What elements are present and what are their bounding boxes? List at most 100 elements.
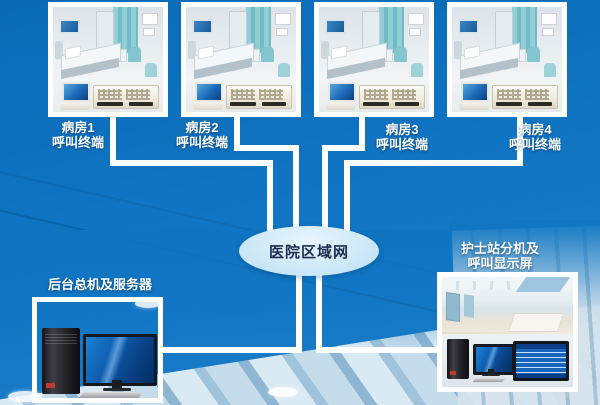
connector-line-room1 xyxy=(267,160,273,232)
connector-line-room3 xyxy=(322,145,328,238)
bedside-terminal-icon xyxy=(459,82,489,110)
room1-terminal-label: 呼叫终端 xyxy=(51,135,104,150)
connector-line-room4 xyxy=(344,160,350,232)
chair-icon xyxy=(128,47,141,62)
connector-line-nurse xyxy=(316,347,441,353)
call-host-unit-icon xyxy=(93,85,159,109)
wall-frame-icon xyxy=(142,13,158,25)
wall-tv-icon xyxy=(192,19,213,34)
button-grid xyxy=(259,89,283,100)
room2-terminal-label: 呼叫终端 xyxy=(175,135,228,150)
rack-slot xyxy=(262,102,286,106)
keyboard-icon xyxy=(472,378,506,382)
connector-line-room3 xyxy=(359,115,365,151)
monitor-base xyxy=(103,388,131,391)
backend-label: 后台总机及服务器 xyxy=(47,277,152,292)
nurse-label-line2: 呼叫显示屏 xyxy=(467,256,533,271)
terminal-base xyxy=(326,102,356,110)
rack-slot xyxy=(528,102,552,106)
monitor-base xyxy=(482,374,500,376)
room4-terminal-label: 呼叫终端 xyxy=(508,137,561,152)
terminal-screen xyxy=(461,82,489,102)
call-host-unit-icon xyxy=(226,85,292,109)
call-display-table xyxy=(516,344,566,378)
room1-label: 病房1 呼叫终端 xyxy=(33,120,123,150)
wall-frame-icon xyxy=(276,28,288,36)
terminal-base xyxy=(193,102,223,110)
monitor-icon xyxy=(83,334,157,386)
terminal-base xyxy=(60,102,90,110)
hospital-room-illustration xyxy=(319,7,429,112)
rack-slot xyxy=(496,102,522,106)
tower-logo xyxy=(46,383,55,388)
keyboard-icon xyxy=(78,392,144,398)
rack-slot xyxy=(395,102,419,106)
hub-ellipse: 医院区域网 xyxy=(239,226,379,276)
connector-line-room2 xyxy=(293,145,299,238)
rack-slot xyxy=(363,102,389,106)
connector-line-backend xyxy=(160,347,302,353)
wall-tv-icon xyxy=(458,19,479,34)
room3-terminal-label: 呼叫终端 xyxy=(375,137,428,152)
bedside-terminal-icon xyxy=(193,82,223,110)
wall-tv-icon xyxy=(59,19,80,34)
cabinet-icon xyxy=(96,11,114,49)
room-card-1 xyxy=(48,2,168,117)
bed-headboard xyxy=(188,41,196,59)
monitor-stand xyxy=(488,369,494,374)
ceiling-light xyxy=(268,387,298,397)
call-display-screen xyxy=(513,341,569,381)
cabinet-icon xyxy=(229,11,247,49)
terminal-screen xyxy=(328,82,356,102)
monitor-icon xyxy=(473,344,515,375)
pc-tower-icon xyxy=(42,328,80,394)
bed-headboard xyxy=(454,41,462,59)
button-grid xyxy=(98,89,122,100)
corridor-door xyxy=(464,294,474,318)
pc-tower-icon xyxy=(447,339,469,379)
wall-frame-icon xyxy=(541,13,557,25)
rack-slot xyxy=(97,102,123,106)
chair-icon xyxy=(544,63,556,77)
connector-line-backend xyxy=(296,266,302,353)
wall-frame-icon xyxy=(143,28,155,36)
room-card-4 xyxy=(447,2,567,117)
room4-label: 病房4 呼叫终端 xyxy=(490,122,580,152)
room4-name: 病房4 xyxy=(518,122,552,137)
nurse-counter xyxy=(507,313,565,332)
corridor-door xyxy=(446,292,460,322)
wall-tv-icon xyxy=(325,19,346,34)
room-card-3 xyxy=(314,2,434,117)
hospital-room-illustration xyxy=(186,7,296,112)
call-host-unit-icon xyxy=(492,85,558,109)
button-grid xyxy=(497,89,521,100)
call-host-unit-icon xyxy=(359,85,425,109)
cabinet-icon xyxy=(495,11,513,49)
nurse-label-line1: 护士站分机及 xyxy=(460,241,539,256)
button-grid xyxy=(392,89,416,100)
connector-line-room2 xyxy=(234,145,299,151)
room1-name: 病房1 xyxy=(61,120,95,135)
bedside-terminal-icon xyxy=(60,82,90,110)
connector-line-nurse xyxy=(316,266,322,353)
chair-icon xyxy=(394,47,407,62)
nurse-station-label: 护士站分机及 呼叫显示屏 xyxy=(430,241,570,271)
wall-frame-icon xyxy=(542,28,554,36)
nurse-equipment-photo xyxy=(442,334,573,387)
tower-logo xyxy=(450,371,456,375)
button-grid xyxy=(126,89,150,100)
chair-icon xyxy=(261,47,274,62)
bed-headboard xyxy=(55,41,63,59)
ceiling-light xyxy=(135,299,161,308)
room3-name: 病房3 xyxy=(385,122,419,137)
connector-line-room2 xyxy=(234,115,240,151)
bed-headboard xyxy=(321,41,329,59)
chair-icon xyxy=(411,63,423,77)
connector-line-room4 xyxy=(517,115,523,166)
button-grid xyxy=(525,89,549,100)
rack-slot xyxy=(129,102,153,106)
connector-line-room1 xyxy=(110,160,273,166)
cabinet-icon xyxy=(362,11,380,49)
room-card-2 xyxy=(181,2,301,117)
